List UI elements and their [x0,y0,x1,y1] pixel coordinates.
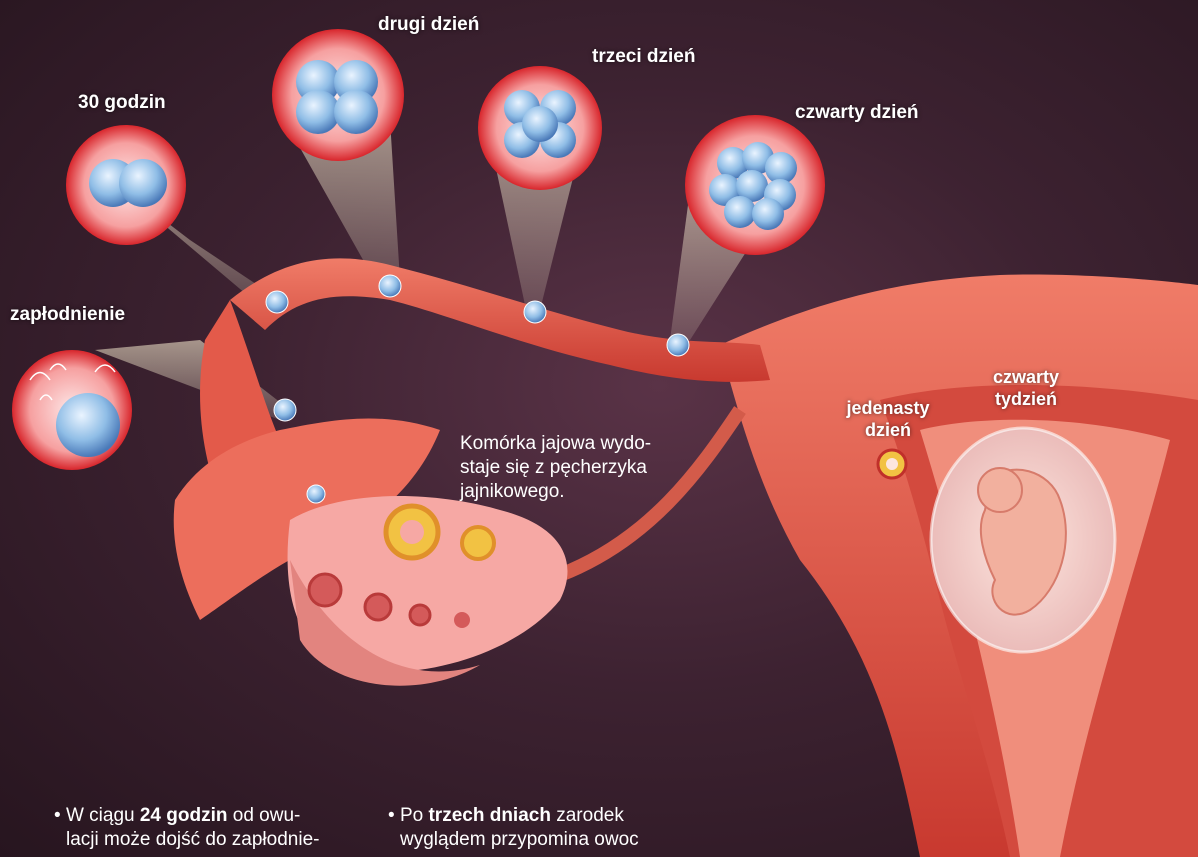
label-30-hours: 30 godzin [78,92,166,114]
bubble-30-hours [66,125,186,245]
bubble-day-2 [272,29,404,161]
label-day-11-line1: jedenasty [838,397,938,419]
label-week-4-line1: czwarty [980,366,1072,388]
bubble-fertilization [12,350,132,470]
label-day-11: jedenasty dzień [838,397,938,441]
embryo-sac [931,428,1115,652]
bullet-24-hours: • W ciągu 24 godzin od owu- lacji może d… [54,804,374,852]
bullet-24-hours-prefix: W ciągu [66,805,140,826]
label-day-4: czwarty dzień [795,102,919,124]
label-fertilization: zapłodnienie [10,304,125,326]
implanted-blastocyst [878,450,906,478]
ovary [288,496,568,686]
bullet-24-hours-line1: • W ciągu 24 godzin od owu- [54,804,374,828]
bubble-day-4 [685,115,825,255]
bullet-three-days: • Po trzech dniach zarodek wyglądem przy… [388,804,688,852]
label-week-4-line2: tydzień [980,388,1072,410]
label-day-3: trzeci dzień [592,46,695,68]
ovulation-note-line3: jajnikowego. [460,480,651,504]
label-week-4: czwarty tydzień [980,366,1072,410]
bullet-24-hours-line2: lacji może dojść do zapłodnie- [54,828,374,852]
bullet-three-days-bold: trzech dniach [428,805,550,826]
bullet-three-days-line2: wyglądem przypomina owoc [388,828,688,852]
label-day-2: drugi dzień [378,14,479,36]
ovulation-note: Komórka jajowa wydo- staje się z pęcherz… [460,432,651,504]
bullet-three-days-line1: • Po trzech dniach zarodek [388,804,688,828]
bubble-day-3 [478,66,602,190]
ovulation-note-line2: staje się z pęcherzyka [460,456,651,480]
label-day-11-line2: dzień [838,419,938,441]
bullet-three-days-rest: zarodek [551,805,624,826]
bullet-24-hours-rest: od owu- [227,805,300,826]
bullet-24-hours-bold: 24 godzin [140,805,228,826]
ovulation-note-line1: Komórka jajowa wydo- [460,432,651,456]
bullet-three-days-prefix: Po [400,805,429,826]
